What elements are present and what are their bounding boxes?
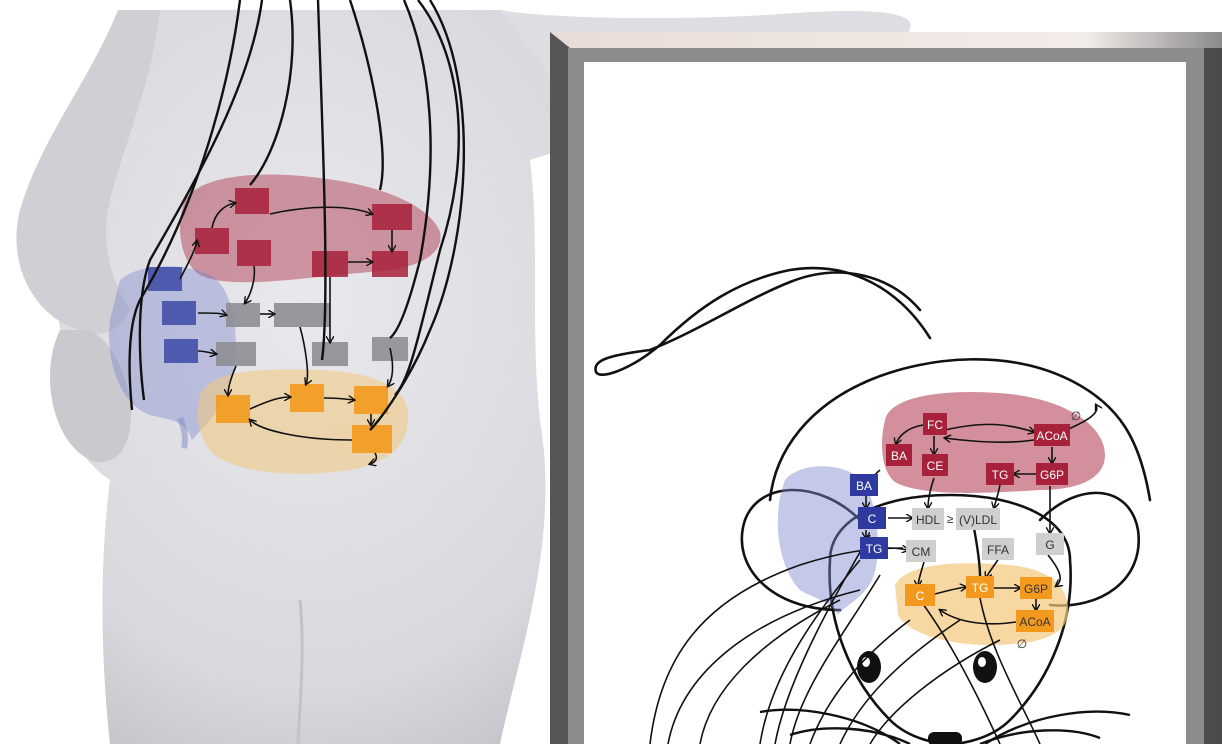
node-intestine-tg: TG [860, 537, 888, 559]
presentation-board [550, 32, 1222, 744]
node-label: G6P [1040, 468, 1064, 482]
node-label: BA [891, 449, 907, 463]
node-label: HDL [916, 513, 940, 527]
human-plasma-node [226, 303, 260, 327]
mouse-nose [928, 732, 962, 744]
human-liver-node [235, 188, 269, 214]
node-adipose-acoa: ACoA [1016, 610, 1054, 632]
human-liver-node [312, 251, 348, 277]
node-liver-acoa: ACoA [1034, 424, 1070, 446]
node-label: (V)LDL [959, 513, 997, 527]
human-plasma-node [274, 303, 330, 327]
human-intestine-node [162, 301, 196, 325]
human-liver-node [372, 251, 408, 277]
node-adipose-g6p: G6P [1020, 577, 1052, 599]
human-liver-node [195, 228, 229, 254]
human-intestine-node [164, 339, 198, 363]
node-liver-ce: CE [922, 454, 948, 476]
node-plasma-hdl: HDL [912, 508, 944, 530]
node-adipose-c: C [905, 584, 935, 606]
node-label: CE [927, 459, 944, 473]
node-liver-fc: FC [923, 413, 947, 435]
node-label: ACoA [1019, 615, 1050, 629]
node-label: FFA [987, 543, 1009, 557]
node-label: TG [992, 468, 1009, 482]
node-label: ACoA [1036, 429, 1067, 443]
degradation-symbol: ∅ [1071, 409, 1081, 423]
node-plasma-cm: CM [906, 540, 936, 562]
node-adipose-tg: TG [966, 576, 994, 598]
node-intestine-c: C [858, 507, 886, 529]
node-label: TG [866, 542, 883, 556]
node-plasma-g: G [1036, 533, 1064, 555]
human-liver-node [237, 240, 271, 266]
node-label: TG [972, 581, 989, 595]
node-liver-tg: TG [986, 463, 1014, 485]
node-liver-ba: BA [886, 444, 912, 466]
plasma-exchange-symbol: ≥ [947, 512, 954, 526]
mouse-right-eye-highlight [978, 657, 986, 667]
node-label: C [916, 589, 925, 603]
human-adipose-node [290, 384, 324, 412]
node-plasma-ffa: FFA [982, 538, 1014, 560]
board-top-bevel [550, 32, 1222, 48]
human-adipose-node [354, 386, 388, 414]
node-plasma-vldl: (V)LDL [956, 508, 1000, 530]
node-label: G [1045, 538, 1054, 552]
node-label: CM [912, 545, 931, 559]
human-adipose-node [216, 395, 250, 423]
human-plasma-node [312, 342, 348, 366]
node-liver-g6p: G6P [1036, 463, 1068, 485]
node-label: BA [856, 479, 872, 493]
node-label: G6P [1024, 582, 1048, 596]
node-label: FC [927, 418, 943, 432]
board-canvas [584, 62, 1186, 744]
node-label: C [868, 512, 877, 526]
human-liver-node [372, 204, 412, 230]
node-intestine-ba: BA [850, 474, 878, 496]
mouse-right-eye [973, 651, 997, 683]
human-plasma-node [216, 342, 256, 366]
degradation-symbol: ∅ [1017, 637, 1027, 651]
